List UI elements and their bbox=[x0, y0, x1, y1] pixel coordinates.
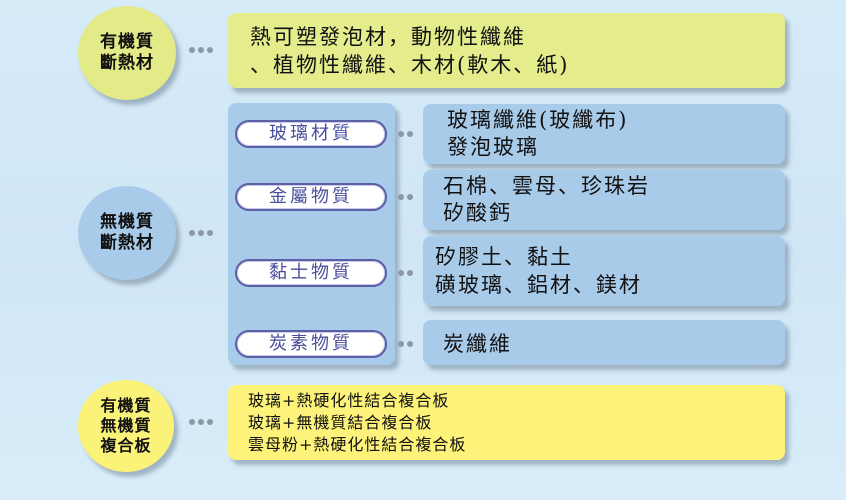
node-label: 有機質 bbox=[100, 396, 152, 415]
node-label: 無機質 bbox=[100, 212, 154, 232]
node-label: 斷熱材 bbox=[100, 53, 154, 73]
category-clay: 黏士物質 bbox=[235, 259, 387, 287]
node-label: 有機質 bbox=[100, 32, 154, 52]
composite-node: 有機質 無機質 複合板 bbox=[78, 380, 174, 472]
clay-materials: 矽膠土、黏土 磺玻璃、鋁材、鎂材 bbox=[423, 236, 785, 306]
connector bbox=[189, 230, 213, 236]
organic-box: 熱可塑發泡材，動物性纖維 、植物性纖維、木材(軟木、紙) bbox=[228, 13, 785, 88]
material-line: 石棉、雲母、珍珠岩 bbox=[443, 174, 650, 198]
organic-line: 熱可塑發泡材，動物性纖維 bbox=[250, 24, 526, 49]
material-line: 磺玻璃、鋁材、鎂材 bbox=[435, 273, 642, 297]
glass-materials: 玻璃纖維(玻纖布) 發泡玻璃 bbox=[423, 104, 785, 164]
connector bbox=[398, 131, 413, 137]
composite-line: 雲母粉+熱硬化性結合複合板 bbox=[248, 434, 467, 454]
category-metal: 金屬物質 bbox=[235, 183, 387, 211]
node-label: 複合板 bbox=[100, 436, 152, 455]
organic-node: 有機質 斷熱材 bbox=[78, 6, 176, 100]
node-label: 無機質 bbox=[100, 416, 152, 435]
material-line: 發泡玻璃 bbox=[447, 135, 539, 159]
connector bbox=[189, 47, 213, 53]
connector bbox=[189, 419, 213, 425]
composite-line: 玻璃+熱硬化性結合複合板 bbox=[248, 390, 450, 410]
category-carbon: 炭素物質 bbox=[235, 330, 387, 358]
composite-box: 玻璃+熱硬化性結合複合板 玻璃+無機質結合複合板 雲母粉+熱硬化性結合複合板 bbox=[228, 385, 785, 460]
node-label: 斷熱材 bbox=[100, 233, 154, 253]
connector bbox=[398, 341, 413, 347]
material-line: 玻璃纖維(玻纖布) bbox=[447, 108, 629, 132]
composite-line: 玻璃+無機質結合複合板 bbox=[248, 412, 433, 432]
inorganic-node: 無機質 斷熱材 bbox=[78, 186, 176, 280]
material-line: 矽酸鈣 bbox=[443, 201, 512, 225]
carbon-materials: 炭纖維 bbox=[423, 320, 785, 365]
connector bbox=[398, 270, 413, 276]
metal-materials: 石棉、雲母、珍珠岩 矽酸鈣 bbox=[423, 170, 785, 230]
material-line: 炭纖維 bbox=[443, 331, 512, 356]
organic-line: 、植物性纖維、木材(軟木、紙) bbox=[250, 52, 570, 77]
category-glass: 玻璃材質 bbox=[235, 120, 387, 148]
connector bbox=[398, 194, 413, 200]
material-line: 矽膠土、黏土 bbox=[435, 245, 573, 269]
